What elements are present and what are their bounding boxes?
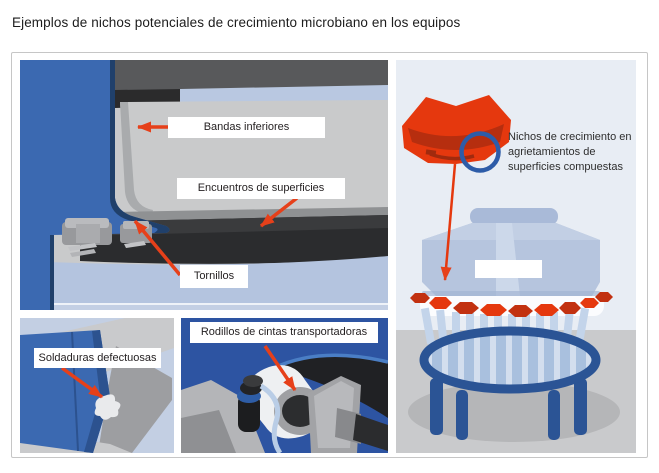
label-rodillos-cintas: Rodillos de cintas transportadoras <box>190 322 378 343</box>
red-arrows <box>133 121 299 277</box>
label-tornillos: Tornillos <box>180 265 248 288</box>
base-rim <box>419 326 601 394</box>
bottom-highlight-line <box>20 303 388 305</box>
weld-illustration <box>20 318 174 453</box>
tank-illustration <box>396 60 636 453</box>
gray-machine-shadow <box>181 410 236 453</box>
weld-spot <box>94 394 121 420</box>
roller-panel: Rodillos de cintas transportadoras <box>181 318 388 453</box>
cage-inner-slats <box>432 334 586 387</box>
top-beam <box>115 60 388 93</box>
weld-panel: Soldaduras defectuosas <box>20 318 174 453</box>
page-title: Ejemplos de nichos potenciales de crecim… <box>12 15 461 30</box>
arrow-rodillos <box>263 345 297 391</box>
crack-magnified <box>402 95 511 164</box>
main-equipment-panel: Bandas inferiores Encuentros de superfic… <box>20 60 388 310</box>
tank-label-plate <box>475 260 542 278</box>
crack-ring <box>410 292 613 317</box>
hose <box>259 383 283 453</box>
diagonal-gray-surface <box>98 346 172 453</box>
bottom-pale-strip <box>20 305 388 310</box>
bracket-and-shaft <box>308 376 388 453</box>
conveyor-band-edge <box>120 102 153 214</box>
tank-panel: Nichos de crecimiento en agrietamientos … <box>396 60 636 453</box>
label-bandas-inferiores: Bandas inferiores <box>168 117 325 138</box>
arrow-tornillos <box>133 219 182 277</box>
arrow-crack <box>440 163 457 281</box>
belt-highlight <box>273 353 388 370</box>
caption-nichos-crecimiento: Nichos de crecimiento en agrietamientos … <box>508 131 632 173</box>
base-legs <box>430 378 587 440</box>
arrow-soldaduras <box>60 366 104 399</box>
label-soldaduras-defectuosas: Soldaduras defectuosas <box>34 348 161 368</box>
tank <box>422 208 600 296</box>
leg-shadow-edge <box>50 235 54 310</box>
magnifier-circle-icon <box>459 131 501 173</box>
arrow-encuentros <box>259 196 299 228</box>
label-encuentros-superficies: Encuentros de superficies <box>177 178 345 199</box>
elbow-fitting <box>237 375 263 432</box>
blue-frame-column <box>20 60 170 310</box>
